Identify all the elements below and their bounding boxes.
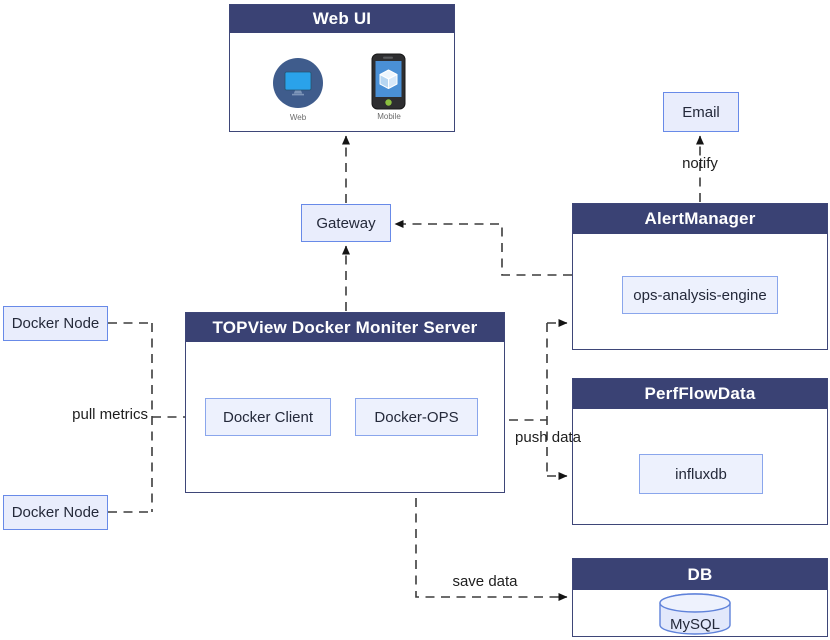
mysql-node: MySQL [658,592,732,640]
docker-client-label: Docker Client [222,408,314,426]
webui-container: Web UI [229,4,455,132]
mysql-label: MySQL [670,616,720,633]
web-browser-icon [273,58,323,108]
docker-node-bottom-label: Docker Node [11,504,100,521]
save-data-label: save data [452,573,518,590]
mobile-client-item: Mobile [359,53,419,121]
email-label: Email [682,103,720,121]
email-node: Email [663,92,739,132]
docker-node-top: Docker Node [3,306,108,341]
alertmanager-title: AlertManager [573,204,827,234]
web-caption: Web [289,113,307,122]
gateway-label: Gateway [316,214,376,232]
db-title: DB [573,559,827,590]
docker-client-node: Docker Client [205,398,331,436]
notify-label: notify [682,155,718,172]
database-cylinder-icon: MySQL [659,593,731,635]
pull-metrics-label: pull metrics [72,406,148,423]
docker-ops-label: Docker-OPS [374,408,459,426]
webui-title: Web UI [230,5,454,33]
mobile-caption: Mobile [377,112,401,121]
gateway-node: Gateway [301,204,391,242]
docker-node-bottom: Docker Node [3,495,108,530]
web-client-item: Web [268,56,328,122]
ops-analysis-engine-label: ops-analysis-engine [633,286,767,304]
perfflowdata-title: PerfFlowData [573,379,827,409]
edge-alert-to-gateway [394,220,572,276]
perfflowdata-container: PerfFlowData [572,378,828,525]
push-data-label: push data [515,429,581,446]
influxdb-node: influxdb [639,454,763,494]
docker-ops-node: Docker-OPS [355,398,478,436]
docker-node-top-label: Docker Node [11,315,100,332]
server-title: TOPView Docker Moniter Server [186,313,504,342]
mobile-phone-icon [371,53,406,110]
influxdb-label: influxdb [675,465,727,483]
ops-analysis-engine-node: ops-analysis-engine [622,276,778,314]
